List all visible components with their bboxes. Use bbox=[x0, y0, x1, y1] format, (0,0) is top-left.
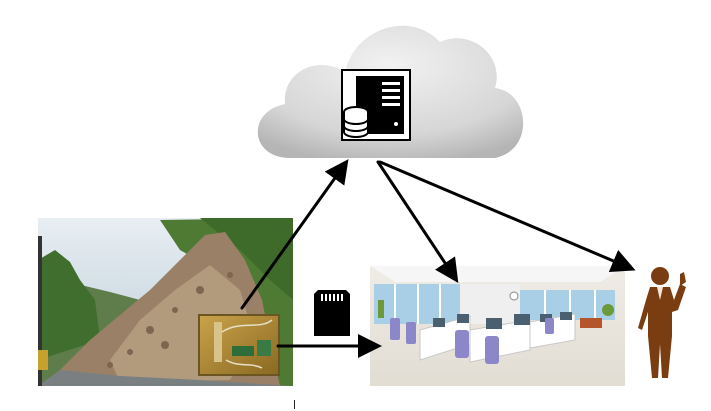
text-cursor-mark bbox=[294, 400, 295, 409]
office-illustration bbox=[370, 266, 625, 386]
arrow-cloud-to-person bbox=[378, 160, 636, 273]
cloud-node bbox=[257, 25, 524, 158]
data-flow-arrows bbox=[240, 159, 636, 358]
sd-card-icon bbox=[314, 290, 350, 336]
sensor-device-photo bbox=[198, 314, 280, 376]
arrow-sensor-to-cloud bbox=[240, 159, 349, 310]
businessman-icon bbox=[638, 267, 686, 378]
server-icon bbox=[341, 69, 411, 141]
database-icon bbox=[343, 106, 369, 138]
arrow-cloud-to-office bbox=[376, 160, 459, 283]
